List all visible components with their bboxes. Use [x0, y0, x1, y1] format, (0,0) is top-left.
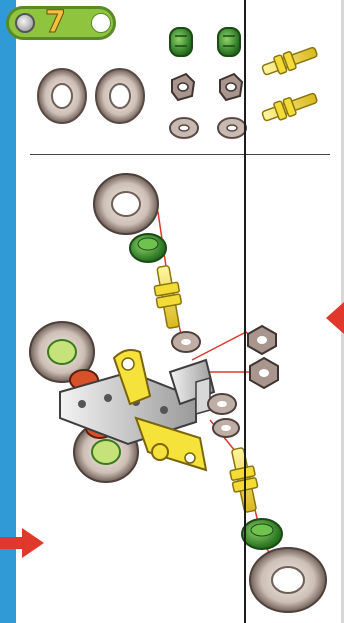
inventory-tire-1	[38, 69, 86, 123]
inventory-axle-1	[260, 43, 319, 79]
wheel-top	[94, 174, 158, 234]
inventory-tire-2	[96, 69, 144, 123]
arrow-left-icon[interactable]	[0, 528, 44, 558]
inventory-axle-2	[260, 89, 319, 125]
hub-bottom	[242, 519, 282, 549]
inventory-divider	[30, 154, 330, 155]
inventory-washer-2	[218, 118, 246, 138]
washer-center-top	[172, 332, 200, 352]
washer-lower	[213, 419, 239, 437]
inventory-washer-1	[170, 118, 198, 138]
hex-nut-right-bottom	[250, 358, 278, 388]
inventory-hex-nut-1	[172, 74, 194, 100]
arrow-right-icon[interactable]	[326, 302, 344, 334]
hub-top	[130, 234, 166, 262]
wheel-bottom	[250, 548, 326, 612]
inventory-hex-nut-2	[220, 74, 242, 100]
inventory-green-hub-1	[170, 28, 192, 56]
inventory-green-hub-2	[218, 28, 240, 56]
page-fold-line	[244, 0, 246, 623]
hex-nut-right-top	[248, 326, 276, 354]
washer-center-bottom	[208, 394, 236, 414]
axle-top	[151, 264, 185, 329]
